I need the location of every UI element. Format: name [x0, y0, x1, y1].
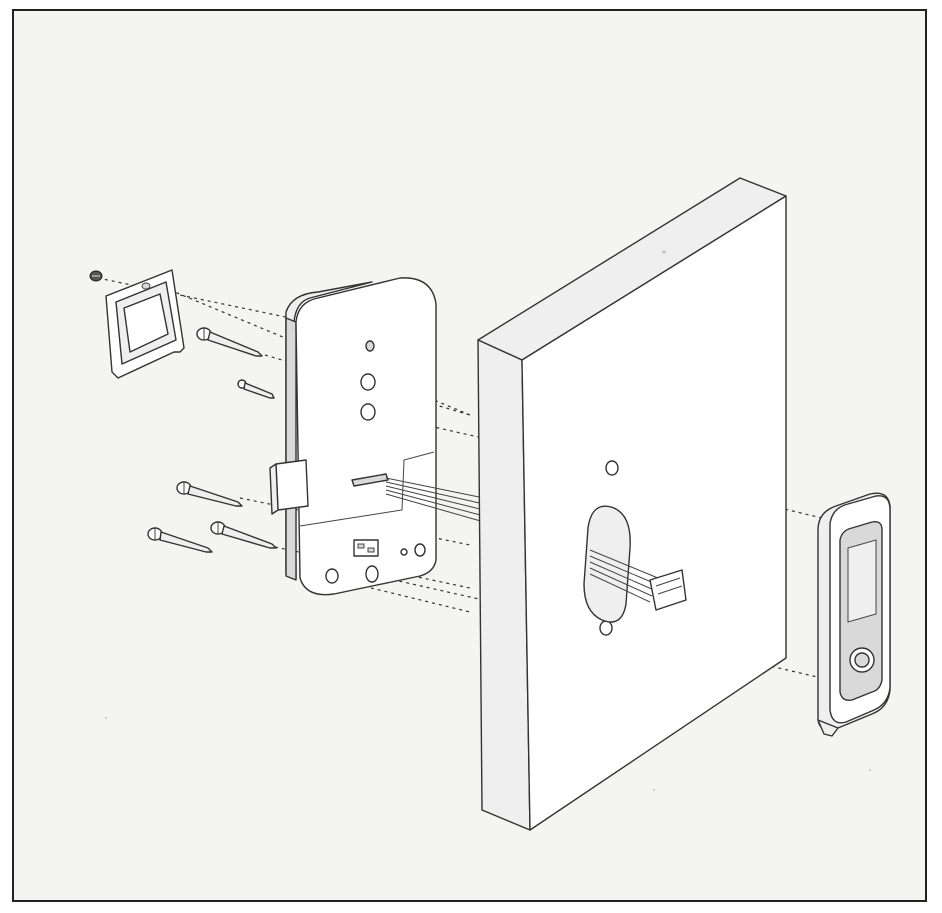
keypad-reader-icon: [817, 492, 891, 737]
wood-screw-icon: [147, 327, 277, 553]
lock-body-icon: [269, 277, 437, 596]
door-panel-icon: [477, 177, 787, 831]
scan-specks: [105, 250, 871, 791]
small-screw-icon: [89, 270, 103, 282]
alignment-line-bottom: [329, 577, 471, 613]
cable-connector-icon: [385, 477, 485, 523]
battery-cover-icon: [105, 269, 185, 379]
